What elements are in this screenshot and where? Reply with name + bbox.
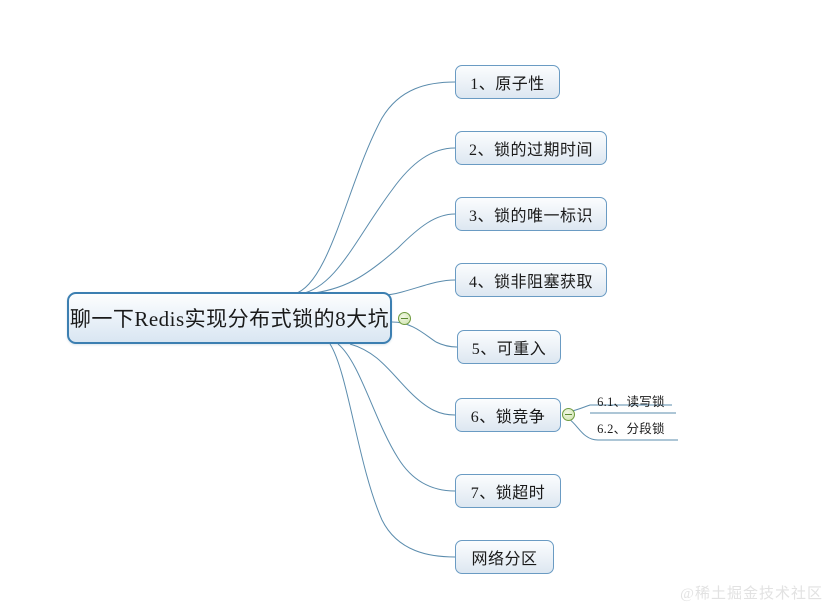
subnode-label: 6.1、读写锁 bbox=[597, 395, 665, 409]
subnode-label: 6.2、分段锁 bbox=[597, 422, 665, 436]
branch-node-lock-identity[interactable]: 3、锁的唯一标识 bbox=[455, 197, 607, 231]
connector-root-to-b5 bbox=[391, 321, 458, 348]
connector-root-to-b6 bbox=[349, 343, 456, 416]
collapse-toggle-root[interactable] bbox=[398, 312, 411, 325]
connector-root-to-b8 bbox=[329, 343, 456, 558]
subnode-read-write-lock[interactable]: 6.1、读写锁 bbox=[590, 392, 672, 412]
branch-node-label: 3、锁的唯一标识 bbox=[468, 208, 593, 225]
branch-node-network-partition[interactable]: 网络分区 bbox=[455, 540, 554, 574]
branch-node-label: 1、原子性 bbox=[470, 76, 545, 93]
branch-node-nonblocking-acquire[interactable]: 4、锁非阻塞获取 bbox=[455, 263, 607, 297]
branch-node-lock-contention[interactable]: 6、锁竞争 bbox=[455, 398, 561, 432]
branch-node-atomicity[interactable]: 1、原子性 bbox=[455, 65, 560, 99]
branch-node-label: 2、锁的过期时间 bbox=[468, 142, 593, 159]
branch-node-label: 5、可重入 bbox=[471, 341, 547, 358]
branch-node-lock-expiry[interactable]: 2、锁的过期时间 bbox=[455, 131, 607, 165]
root-node-label: 聊一下Redis实现分布式锁的8大坑 bbox=[69, 307, 390, 331]
connector-root-to-b3 bbox=[306, 213, 456, 295]
root-node[interactable]: 聊一下Redis实现分布式锁的8大坑 bbox=[67, 292, 392, 344]
branch-node-label: 6、锁竞争 bbox=[470, 409, 546, 426]
connector-root-to-b2 bbox=[299, 147, 456, 295]
subnode-segmented-lock[interactable]: 6.2、分段锁 bbox=[590, 419, 672, 439]
connector-root-to-b7 bbox=[337, 343, 456, 492]
branch-node-label: 4、锁非阻塞获取 bbox=[468, 274, 593, 291]
collapse-toggle-lock-contention[interactable] bbox=[562, 408, 575, 421]
branch-node-lock-timeout[interactable]: 7、锁超时 bbox=[455, 474, 561, 508]
branch-node-label: 7、锁超时 bbox=[470, 485, 546, 502]
connector-root-to-b1 bbox=[293, 81, 456, 295]
watermark: @稀土掘金技术社区 bbox=[680, 586, 823, 602]
branch-node-label: 网络分区 bbox=[471, 551, 538, 568]
branch-node-reentrant[interactable]: 5、可重入 bbox=[457, 330, 561, 364]
